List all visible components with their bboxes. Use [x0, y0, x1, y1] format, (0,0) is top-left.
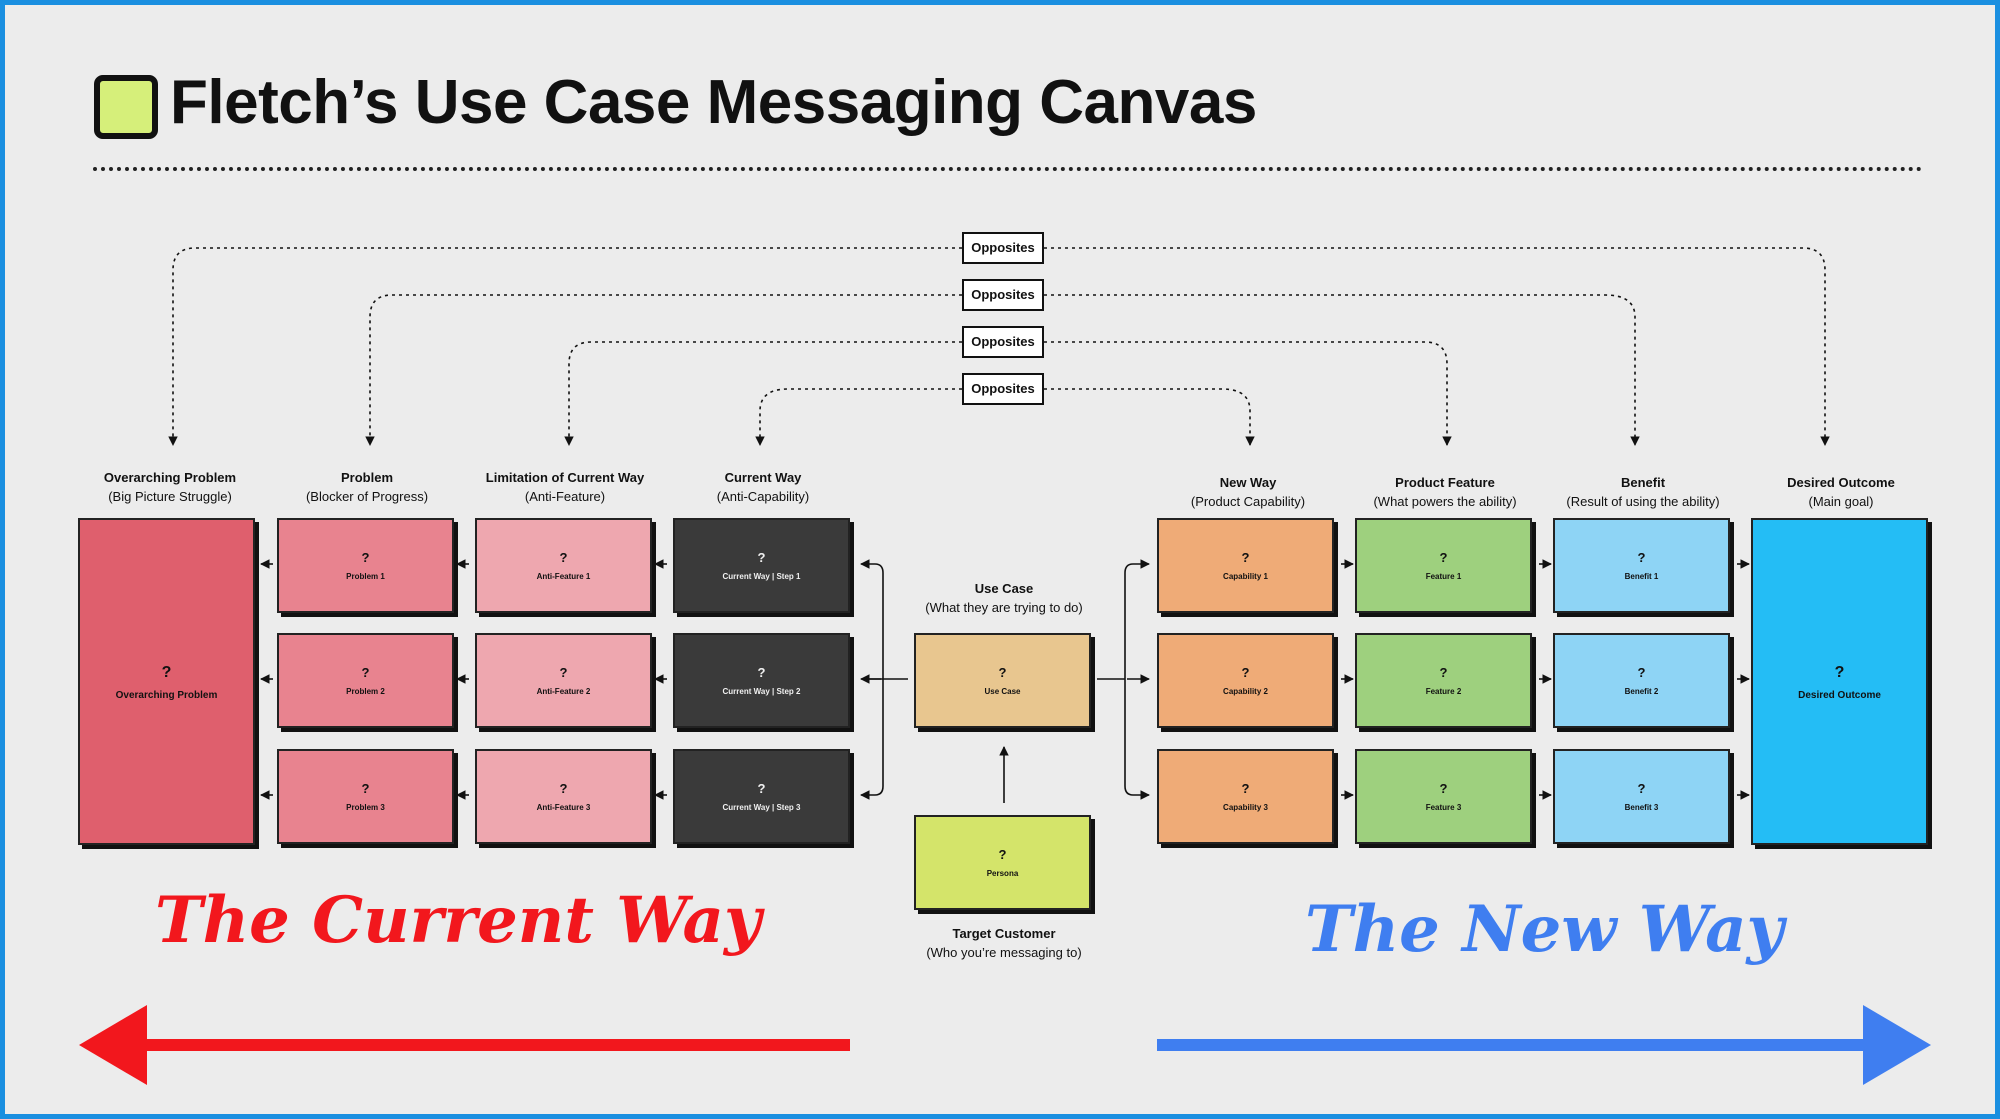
column-label-target-customer: Target Customer (Who you’re messaging to… [926, 926, 1082, 960]
capability-card[interactable]: ?Capability 1 [1157, 518, 1334, 613]
problem-card[interactable]: ?Problem 2 [277, 633, 454, 728]
benefit-card[interactable]: ?Benefit 1 [1553, 518, 1730, 613]
opposites-connector-1 [168, 247, 962, 446]
right-blue-arrow [1157, 1005, 1931, 1085]
current-way-title: The Current Way [155, 883, 762, 958]
persona-card[interactable]: ?Persona [914, 815, 1091, 910]
column-label-overarching-problem: Overarching Problem (Big Picture Struggl… [103, 470, 237, 504]
current-way-step-card[interactable]: ?Current Way | Step 1 [673, 518, 850, 613]
direction-arrows [79, 1005, 1931, 1085]
connector-lines [168, 247, 1830, 803]
overarching-problem-card[interactable]: ?Overarching Problem [78, 518, 255, 845]
canvas: Fletch’s Use Case Messaging Canvas [5, 5, 1995, 1114]
opposites-connector-4 [755, 388, 962, 446]
opposites-label-3: Opposites [962, 326, 1044, 358]
column-label-use-case: Use Case (What they are trying to do) [925, 581, 1083, 615]
opposites-label-2: Opposites [962, 279, 1044, 311]
opposites-label-1: Opposites [962, 232, 1044, 264]
feature-card[interactable]: ?Feature 3 [1355, 749, 1532, 844]
column-label-product-feature: Product Feature (What powers the ability… [1373, 475, 1517, 509]
column-label-limitation: Limitation of Current Way (Anti-Feature) [485, 470, 645, 504]
feature-card[interactable]: ?Feature 2 [1355, 633, 1532, 728]
column-label-desired-outcome: Desired Outcome (Main goal) [1787, 475, 1895, 509]
capability-card[interactable]: ?Capability 3 [1157, 749, 1334, 844]
benefit-card[interactable]: ?Benefit 2 [1553, 633, 1730, 728]
page-title: Fletch’s Use Case Messaging Canvas [170, 68, 1257, 137]
column-label-problem: Problem (Blocker of Progress) [305, 470, 429, 504]
anti-feature-card[interactable]: ?Anti-Feature 1 [475, 518, 652, 613]
desired-outcome-card[interactable]: ?Desired Outcome [1751, 518, 1928, 845]
new-way-title: The New Way [1305, 892, 1784, 967]
benefit-card[interactable]: ?Benefit 3 [1553, 749, 1730, 844]
column-label-benefit: Benefit (Result of using the ability) [1566, 475, 1720, 509]
anti-feature-card[interactable]: ?Anti-Feature 3 [475, 749, 652, 844]
opposites-connector-3 [564, 341, 962, 446]
dotted-divider [93, 167, 1923, 171]
capability-card[interactable]: ?Capability 2 [1157, 633, 1334, 728]
problem-card[interactable]: ?Problem 1 [277, 518, 454, 613]
feature-card[interactable]: ?Feature 1 [1355, 518, 1532, 613]
opposites-label-4: Opposites [962, 373, 1044, 405]
use-case-card[interactable]: ?Use Case [914, 633, 1091, 728]
column-label-new-way: New Way (Product Capability) [1190, 475, 1306, 509]
current-way-step-card[interactable]: ?Current Way | Step 2 [673, 633, 850, 728]
current-way-step-card[interactable]: ?Current Way | Step 3 [673, 749, 850, 844]
column-label-current-way: Current Way (Anti-Capability) [716, 470, 810, 504]
green-square-icon [94, 75, 158, 139]
problem-card[interactable]: ?Problem 3 [277, 749, 454, 844]
anti-feature-card[interactable]: ?Anti-Feature 2 [475, 633, 652, 728]
left-red-arrow [79, 1005, 850, 1085]
